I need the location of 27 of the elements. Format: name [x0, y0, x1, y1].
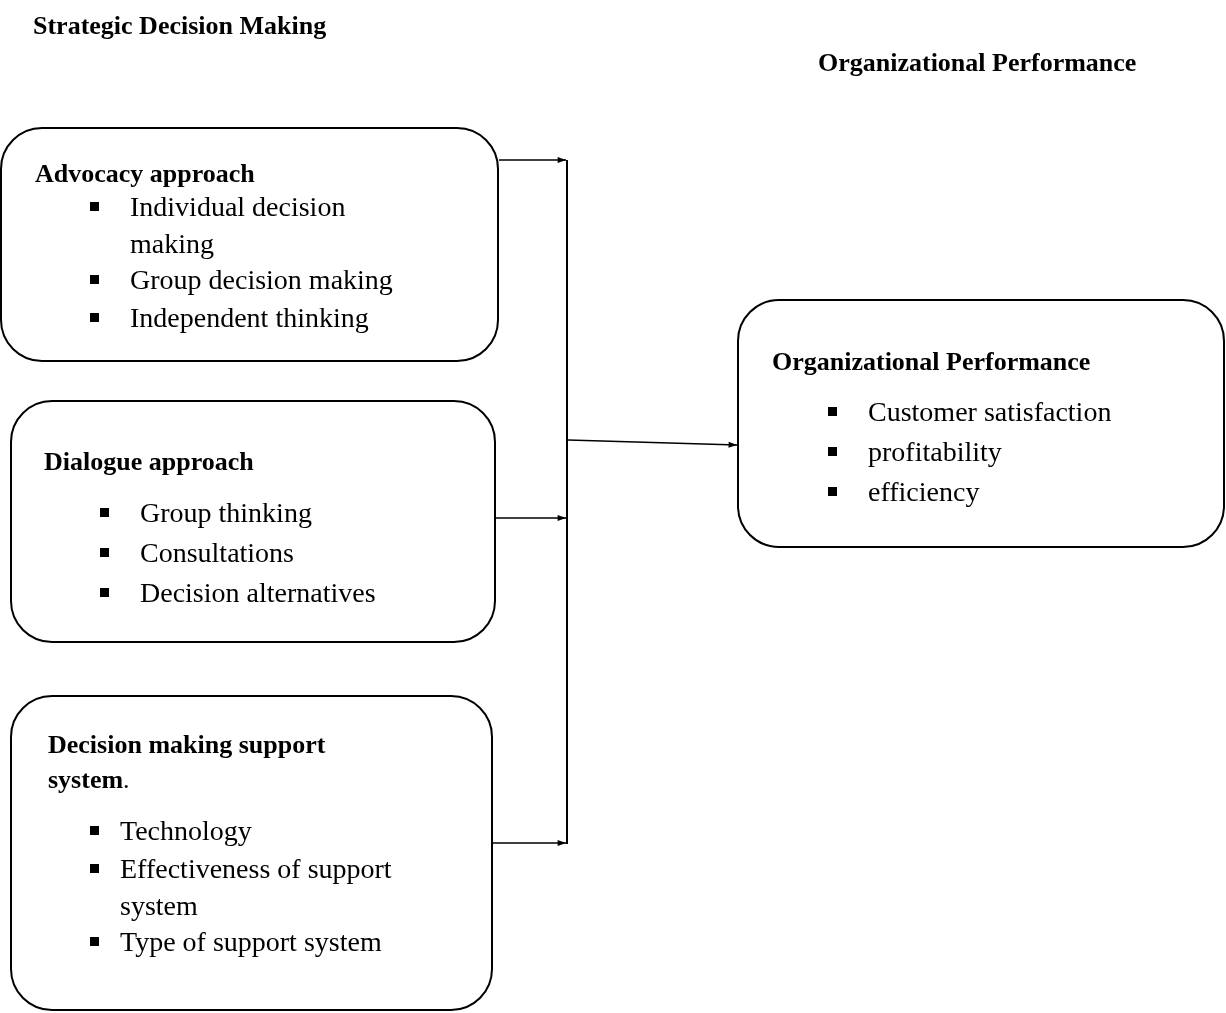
list-item: Decision alternatives — [140, 576, 377, 610]
list-item: profitability — [868, 435, 1003, 469]
box-heading: Dialogue approach — [44, 446, 255, 478]
list-item: Technology — [120, 814, 253, 848]
list-item: Effectiveness of support system — [120, 852, 393, 923]
list-item: Group thinking — [140, 496, 313, 530]
column-title: Strategic Decision Making — [33, 10, 327, 42]
box-heading: Organizational Performance — [772, 346, 1092, 378]
rounded-box — [10, 695, 493, 1011]
list-item: Independent thinking — [130, 301, 370, 335]
arrow — [495, 515, 567, 521]
box-heading: Decision making support system. — [48, 729, 327, 796]
connector-bar — [566, 160, 568, 844]
arrow — [567, 439, 738, 448]
list-item: Group decision making — [130, 263, 394, 297]
list-item: Consultations — [140, 536, 295, 570]
arrow — [492, 840, 567, 846]
list-item: Individual decision making — [130, 190, 347, 261]
rounded-box — [737, 299, 1225, 548]
column-title: Organizational Performance — [818, 47, 1137, 79]
arrow — [498, 157, 567, 163]
rounded-box — [10, 400, 496, 643]
rounded-box — [0, 127, 499, 362]
list-item: Type of support system — [120, 925, 383, 959]
list-item: Customer satisfaction — [868, 395, 1113, 429]
list-item: efficiency — [868, 475, 981, 509]
box-heading: Advocacy approach — [35, 158, 256, 190]
